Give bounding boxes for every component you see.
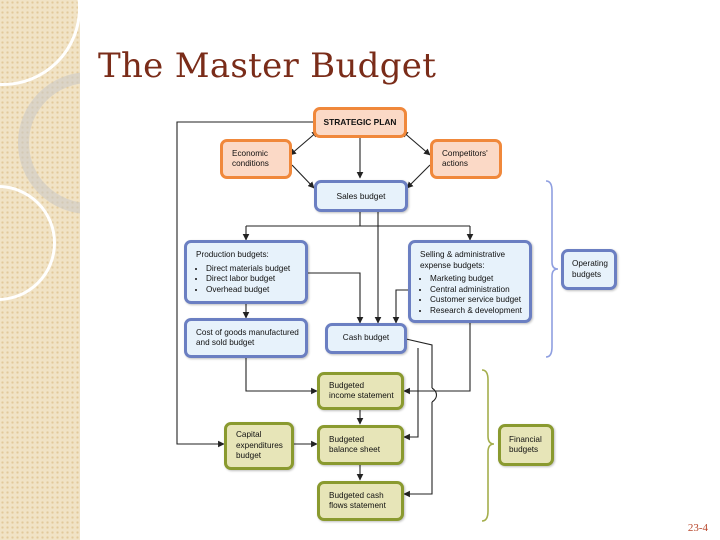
slide-title: The Master Budget — [98, 46, 437, 86]
arrow-selling-to-income — [403, 322, 471, 395]
operating-budgets-line: Operating — [572, 259, 608, 268]
arrow-plan-competitors — [401, 130, 431, 156]
economic-conditions-box: Economic conditions — [220, 139, 292, 179]
list-item: Marketing budget — [430, 274, 522, 285]
arrow-economic-to-sales — [291, 164, 315, 189]
production-budgets-heading: Production budgets: — [196, 250, 269, 259]
competitors-actions-line: actions — [442, 159, 468, 168]
arrow-cash-to-cashflows — [403, 402, 433, 498]
capital-expenditures-line: budget — [236, 451, 262, 461]
capital-expenditures-line: Capital — [236, 430, 262, 440]
operating-budgets-line: budgets — [572, 269, 602, 279]
financial-budgets-line: Financial — [509, 434, 542, 444]
operating-brace — [545, 180, 559, 358]
sales-budget-label: Sales budget — [336, 190, 386, 201]
capital-expenditures-line: expenditures — [236, 440, 283, 450]
capital-expenditures-box: Capital expenditures budget — [224, 422, 294, 470]
income-statement-line: income statement — [329, 391, 394, 400]
financial-budgets-box: Financial budgets — [498, 424, 554, 466]
list-item: Customer service budget — [430, 295, 522, 306]
strategic-plan-label: STRATEGIC PLAN — [323, 117, 397, 128]
page-number: 23-4 — [687, 522, 708, 534]
cash-flows-line: Budgeted cash — [329, 490, 384, 500]
financial-budgets-line: budgets — [509, 445, 539, 454]
operating-budgets-box: Operating budgets — [561, 249, 617, 290]
economic-conditions-line: Economic — [232, 148, 268, 158]
connector-cash-right — [405, 338, 433, 388]
sales-budget-box: Sales budget — [314, 180, 408, 212]
arrow-cash-to-balance — [403, 348, 419, 441]
competitors-actions-box: Competitors' actions — [430, 139, 502, 179]
selling-admin-list: Marketing budget Central administration … — [420, 274, 522, 316]
budgeted-balance-sheet-box: Budgeted balance sheet — [317, 425, 404, 465]
balance-sheet-line: balance sheet — [329, 445, 380, 454]
budgeted-income-statement-box: Budgeted income statement — [317, 372, 404, 410]
production-budgets-box: Production budgets: Direct materials bud… — [184, 240, 308, 304]
strategic-plan-box: STRATEGIC PLAN — [313, 107, 407, 138]
arrow-competitors-to-sales — [406, 164, 431, 189]
list-item: Direct labor budget — [206, 274, 290, 285]
arrow-production-to-cash — [308, 272, 364, 324]
competitors-actions-line: Competitors' — [442, 148, 488, 158]
cash-budget-box: Cash budget — [325, 323, 407, 354]
cogs-budget-line: Cost of goods manufactured — [196, 327, 299, 337]
production-budgets-list: Direct materials budget Direct labor bud… — [196, 264, 290, 296]
economic-conditions-line: conditions — [232, 159, 269, 168]
selling-admin-budgets-box: Selling & administrative expense budgets… — [408, 240, 532, 323]
list-item: Direct materials budget — [206, 264, 290, 275]
cogs-budget-box: Cost of goods manufactured and sold budg… — [184, 318, 308, 358]
balance-sheet-line: Budgeted — [329, 434, 365, 444]
connector-cash-hop — [431, 387, 438, 403]
cogs-budget-line: and sold budget — [196, 338, 255, 347]
financial-brace — [481, 369, 495, 522]
list-item: Central administration — [430, 285, 522, 296]
cash-flows-line: flows statement — [329, 501, 386, 510]
arrow-cogs-to-income — [245, 357, 318, 395]
budgeted-cash-flows-box: Budgeted cash flows statement — [317, 481, 404, 521]
arrow-selling-to-cash — [392, 289, 410, 324]
list-item: Research & development — [430, 306, 522, 317]
arrow-plan-to-capital — [176, 121, 313, 448]
decorative-side-pattern — [0, 0, 80, 540]
selling-admin-heading: expense budgets: — [420, 260, 485, 270]
cash-budget-label: Cash budget — [342, 333, 390, 343]
list-item: Overhead budget — [206, 285, 290, 296]
income-statement-line: Budgeted — [329, 380, 365, 390]
selling-admin-heading: Selling & administrative — [420, 250, 506, 259]
